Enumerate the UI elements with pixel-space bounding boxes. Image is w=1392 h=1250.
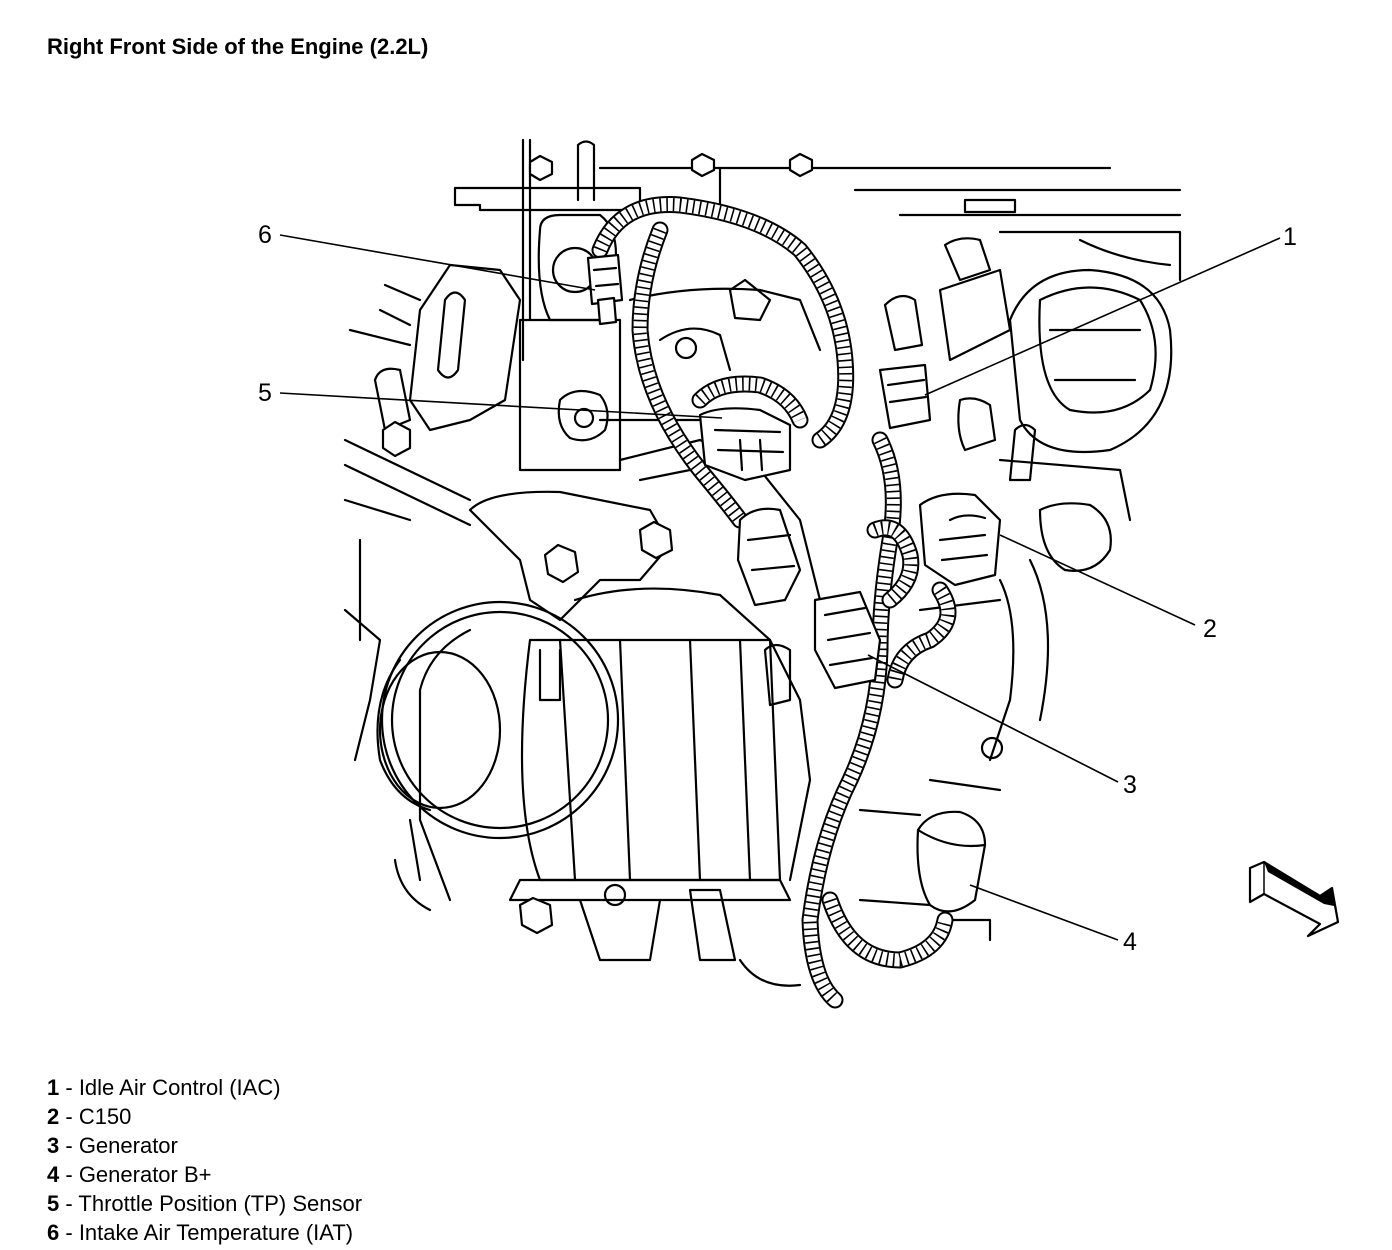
callout-leaders [279,234,1281,941]
legend-label: C150 [78,1104,132,1129]
leader-6 [279,234,596,291]
legend-item: 3 - Generator [47,1133,178,1158]
legend-label: Idle Air Control (IAC) [78,1075,281,1100]
leader-5 [279,392,723,419]
iat-connector [586,253,624,326]
callout-number-6: 6 [258,221,272,249]
legend-number: 5 [47,1191,60,1216]
leader-2 [999,534,1196,626]
leader-4 [969,884,1119,941]
callout-number-5: 5 [258,379,272,407]
c150-connector [918,492,1002,587]
legend-item: 4 - Generator B+ [47,1162,212,1187]
callout-number-2: 2 [1203,615,1217,643]
legend-item: 2 - C150 [47,1104,132,1129]
callout-number-1: 1 [1283,223,1297,251]
legend-item: 1 - Idle Air Control (IAC) [47,1075,281,1100]
legend-number: 1 [47,1075,60,1100]
connector-mid [736,507,802,607]
generator-connector [813,590,882,690]
leader-3 [867,654,1119,783]
legend-label: Throttle Position (TP) Sensor [78,1191,363,1216]
tp-sensor-connector [698,407,792,482]
legend-label: Intake Air Temperature (IAT) [78,1220,354,1245]
wiring-harness [591,196,957,1009]
legend-label: Generator B+ [78,1162,212,1187]
legend-number: 6 [47,1220,60,1245]
legend-number: 3 [47,1133,60,1158]
arrow-down-right-icon [1248,860,1340,938]
iac-connector [878,294,932,430]
legend-label: Generator [78,1133,178,1158]
legend: 1 - Idle Air Control (IAC) 2 - C150 3 - … [47,1073,362,1247]
legend-number: 4 [47,1162,60,1187]
callout-numbers: 1 2 3 4 5 6 [258,221,1297,956]
callout-number-3: 3 [1123,771,1137,799]
legend-number: 2 [47,1104,60,1129]
legend-item: 5 - Throttle Position (TP) Sensor [47,1191,363,1216]
callout-number-4: 4 [1123,928,1137,956]
engine-illustration [343,138,1182,987]
diagram-title: Right Front Side of the Engine (2.2L) [47,34,429,59]
leader-1 [924,237,1281,396]
legend-item: 6 - Intake Air Temperature (IAT) [47,1220,354,1245]
